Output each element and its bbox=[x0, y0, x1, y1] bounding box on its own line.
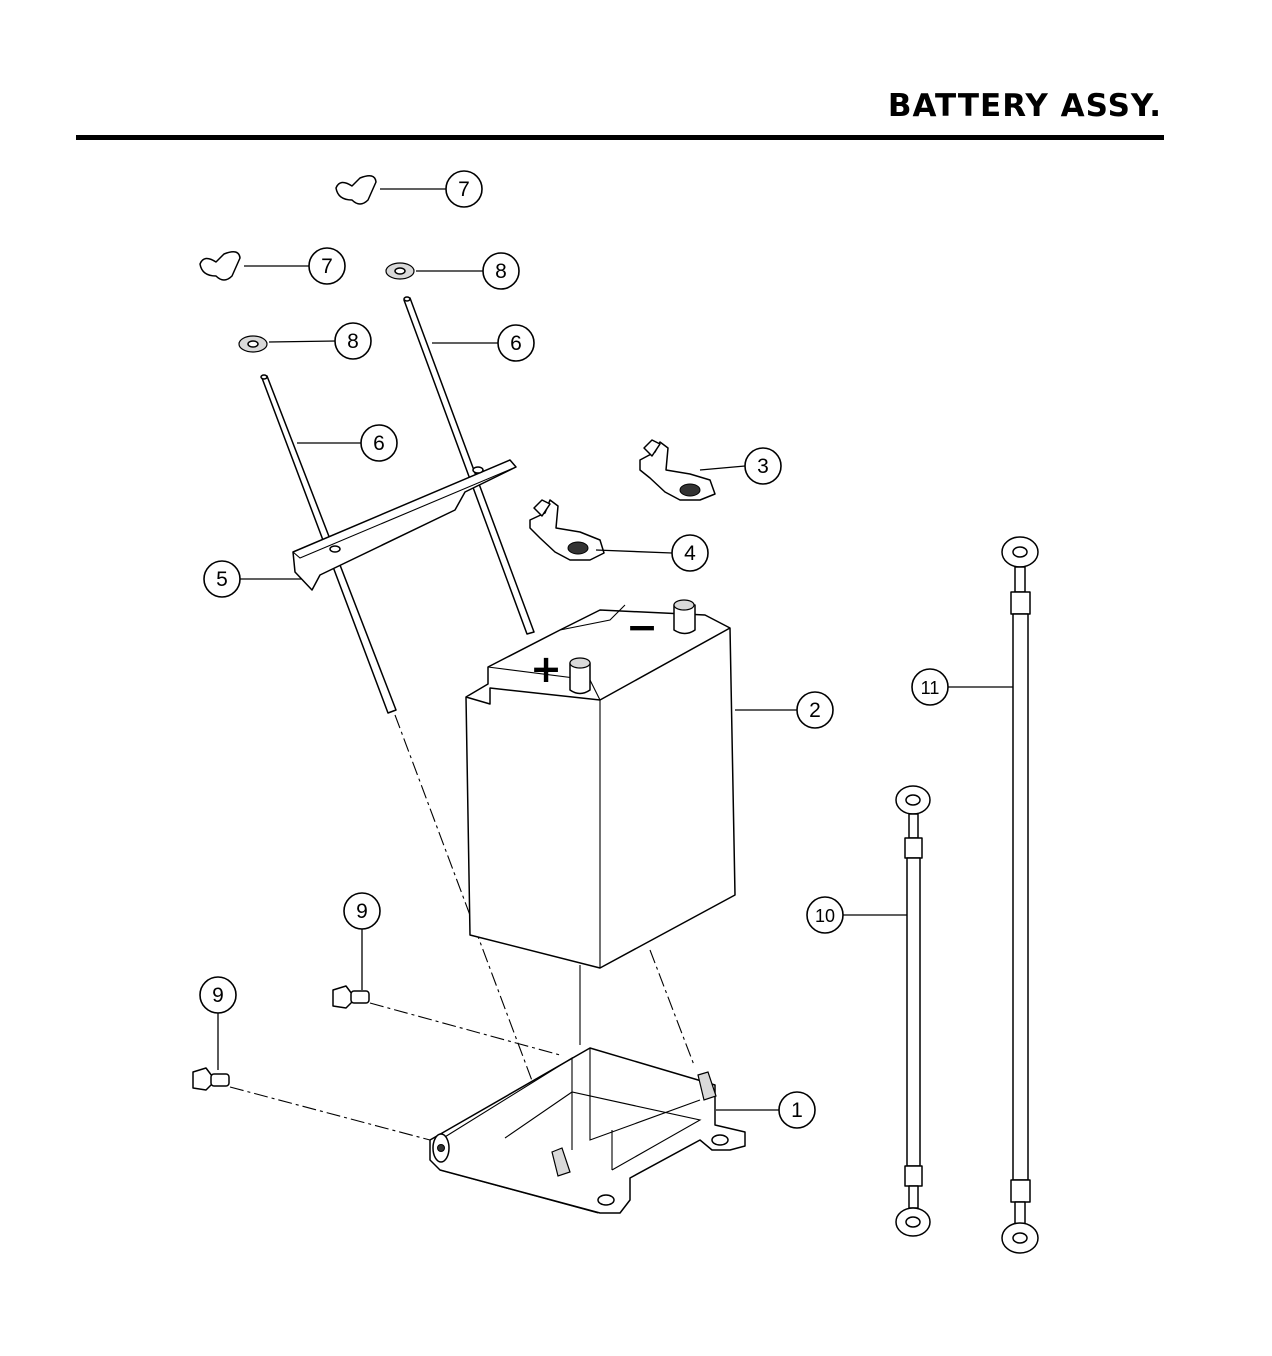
svg-text:5: 5 bbox=[216, 568, 228, 591]
battery-tray bbox=[429, 1047, 746, 1214]
svg-text:7: 7 bbox=[321, 255, 333, 278]
callout-3: 3 bbox=[744, 447, 782, 485]
svg-text:8: 8 bbox=[347, 330, 359, 353]
callout-11: 11 bbox=[911, 668, 949, 706]
battery-cable-short bbox=[895, 785, 931, 1237]
callout-8-left: 8 bbox=[334, 322, 372, 360]
callout-6-left: 6 bbox=[360, 424, 398, 462]
svg-text:3: 3 bbox=[757, 455, 769, 478]
negative-mark: − bbox=[626, 605, 658, 649]
svg-text:9: 9 bbox=[356, 900, 368, 923]
callout-4: 4 bbox=[671, 534, 709, 572]
title-rule bbox=[76, 135, 1164, 140]
svg-text:10: 10 bbox=[815, 906, 835, 926]
page-title: BATTERY ASSY. bbox=[887, 88, 1162, 124]
terminal-clamp-negative bbox=[639, 439, 716, 501]
wing-nut-top bbox=[335, 175, 377, 205]
washer-left bbox=[238, 335, 268, 353]
callout-1: 1 bbox=[778, 1091, 816, 1129]
bolt-lower bbox=[192, 1067, 230, 1091]
wing-nut-left bbox=[199, 251, 241, 281]
svg-text:1: 1 bbox=[791, 1099, 803, 1122]
callout-8-right: 8 bbox=[482, 252, 520, 290]
svg-text:2: 2 bbox=[809, 699, 821, 722]
rod-right bbox=[403, 296, 535, 635]
callout-7-top: 7 bbox=[445, 170, 483, 208]
svg-text:4: 4 bbox=[684, 542, 696, 565]
svg-text:8: 8 bbox=[495, 260, 507, 283]
positive-mark: + bbox=[530, 647, 562, 691]
callout-6-right: 6 bbox=[497, 324, 535, 362]
bolt-upper bbox=[332, 985, 370, 1009]
callout-10: 10 bbox=[806, 896, 844, 934]
leader-lines bbox=[217, 188, 1013, 1111]
svg-text:7: 7 bbox=[458, 178, 470, 201]
callout-2: 2 bbox=[796, 691, 834, 729]
svg-text:9: 9 bbox=[212, 984, 224, 1007]
svg-text:6: 6 bbox=[373, 432, 385, 455]
washer-right bbox=[385, 262, 415, 280]
callout-7-left: 7 bbox=[308, 247, 346, 285]
callout-5: 5 bbox=[203, 560, 241, 598]
terminal-clamp-positive bbox=[529, 499, 605, 561]
hold-down-bracket bbox=[292, 459, 517, 591]
battery-cable-long bbox=[1001, 536, 1039, 1254]
callout-9-upper: 9 bbox=[343, 892, 381, 930]
svg-text:6: 6 bbox=[510, 332, 522, 355]
callout-9-lower: 9 bbox=[199, 976, 237, 1014]
svg-text:11: 11 bbox=[921, 678, 940, 698]
battery: + − bbox=[465, 599, 736, 969]
